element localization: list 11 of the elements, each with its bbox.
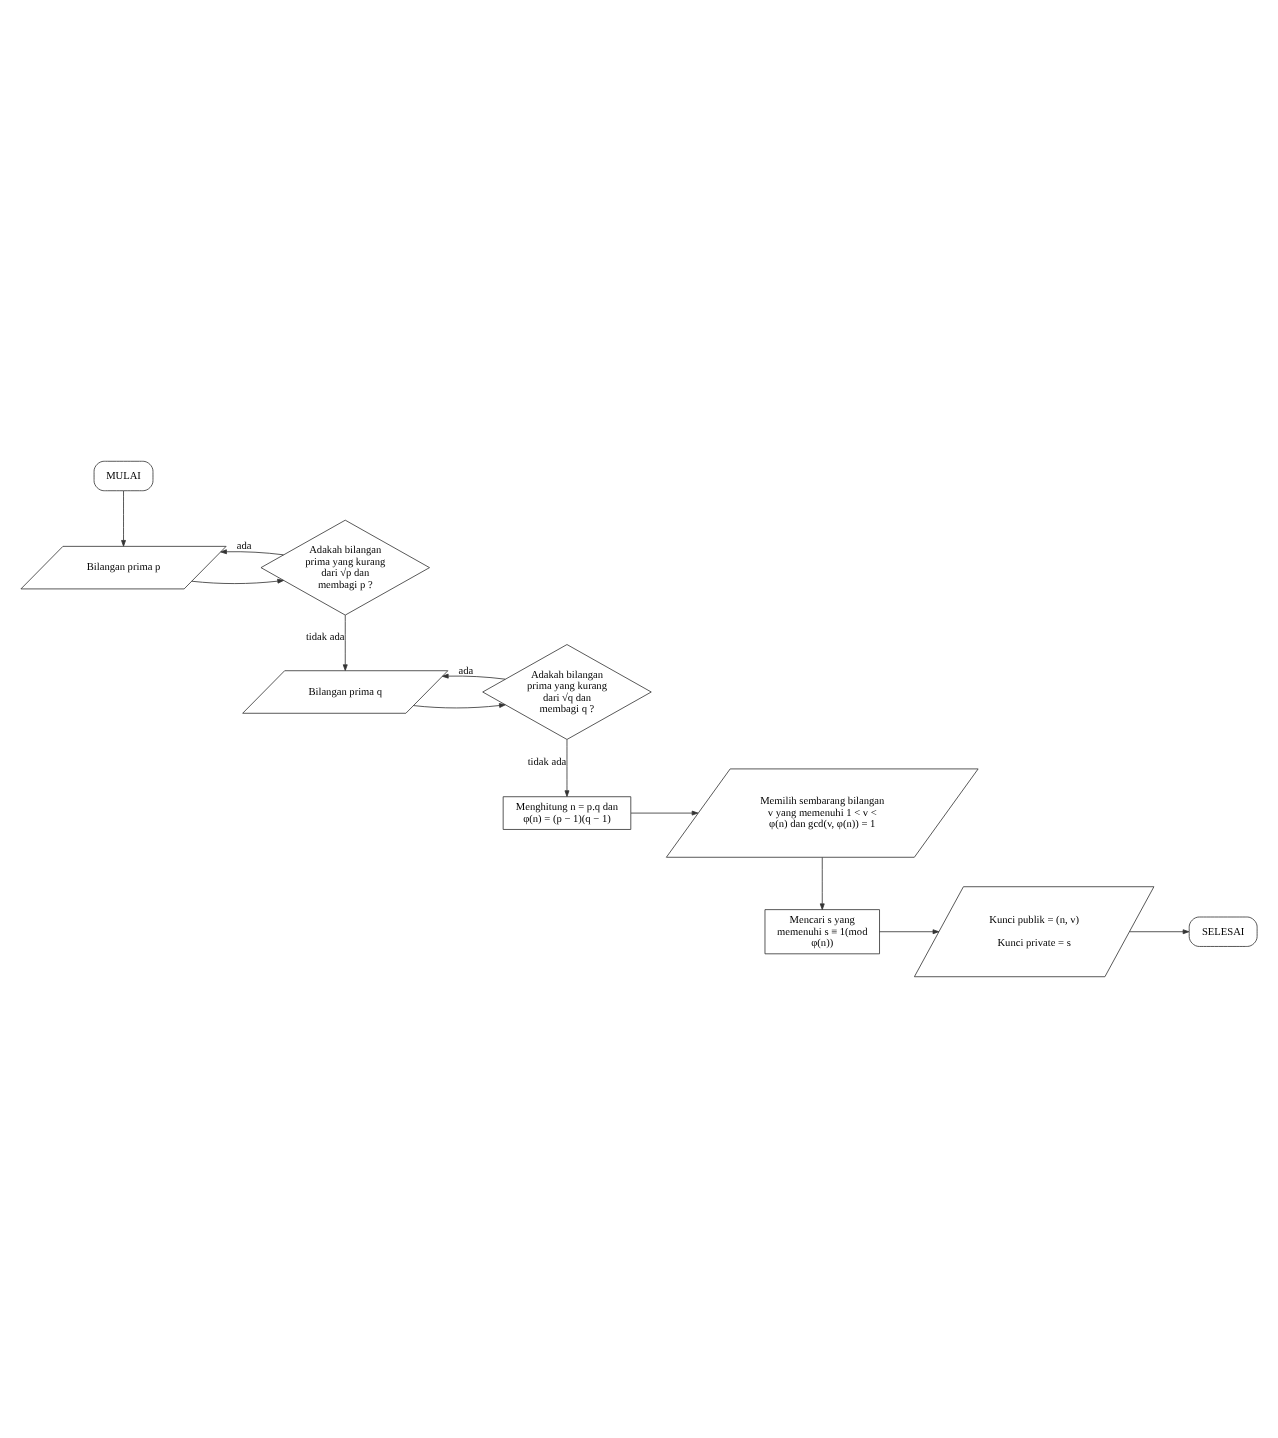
arrow <box>630 810 699 816</box>
arrow <box>879 929 940 935</box>
arrow <box>564 739 570 797</box>
arrow <box>342 614 348 671</box>
arrow <box>191 578 284 584</box>
arrow <box>121 490 126 547</box>
arrow <box>442 673 506 680</box>
arrow <box>819 857 825 910</box>
arrow <box>413 703 506 709</box>
arrow <box>1129 929 1190 935</box>
arrow <box>220 549 284 556</box>
